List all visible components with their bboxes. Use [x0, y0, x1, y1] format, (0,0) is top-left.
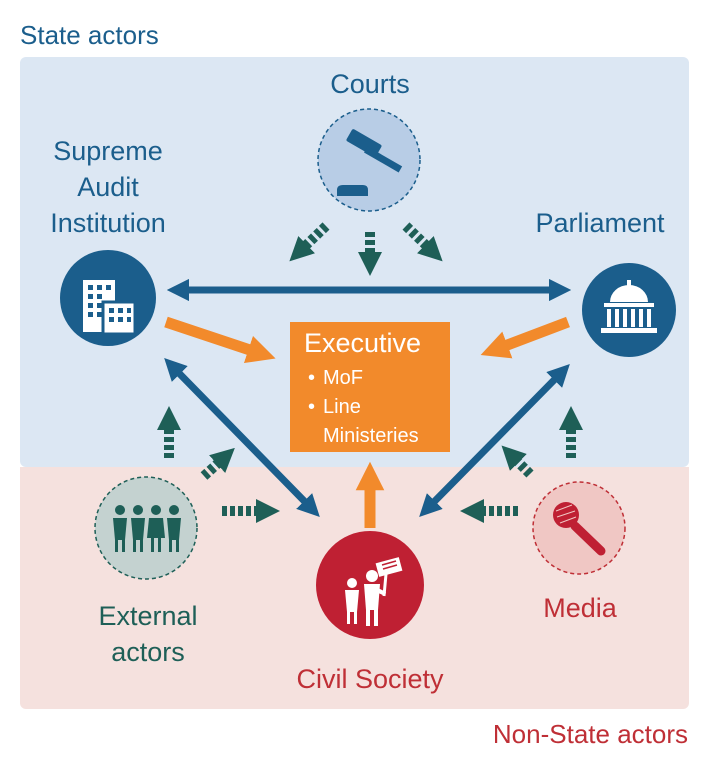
sai-civil-society-arrow	[164, 357, 320, 518]
external-to-sai-diagonal-arrow	[200, 447, 235, 480]
media-to-parliament-diagonal-arrow	[501, 445, 534, 478]
courts-to-sai-arrow	[289, 222, 330, 262]
buildings-icon	[60, 250, 156, 346]
sai-label: Supreme Audit Institution	[28, 133, 188, 241]
executive-list-item: •Line	[308, 396, 361, 418]
parliament-label: Parliament	[535, 208, 665, 238]
external-actors-label-line: External	[98, 601, 198, 631]
executive-title: Executive	[304, 328, 422, 358]
media-label: Media	[543, 593, 617, 623]
executive-list: •MoF •Line Ministeries	[308, 364, 419, 451]
executive-box: Executive •MoF •Line Ministeries	[290, 322, 450, 452]
parliament-civil-society-arrow	[419, 364, 570, 517]
non-state-actors-label: Non-State actors	[492, 719, 688, 749]
executive-list-item: •MoF	[308, 367, 363, 389]
people-group-icon	[94, 476, 198, 580]
microphone-icon	[532, 481, 626, 575]
civil-society-label: Civil Society	[296, 664, 444, 694]
external-actors-label: External actors	[78, 598, 218, 670]
courts-to-parliament-arrow	[402, 222, 443, 262]
sai-label-line: Audit	[77, 172, 139, 202]
state-actors-label: State actors	[20, 20, 159, 50]
courts-label: Courts	[330, 69, 410, 99]
sai-label-line: Institution	[50, 208, 166, 238]
protesters-icon	[316, 531, 424, 639]
gavel-icon	[317, 108, 421, 212]
parliament-to-executive-arrow	[480, 316, 570, 359]
external-actors-label-line: actors	[111, 637, 185, 667]
executive-list-item: Ministeries	[323, 425, 419, 447]
sai-to-executive-arrow	[164, 316, 276, 364]
capitol-building-icon	[582, 263, 676, 357]
sai-label-line: Supreme	[53, 136, 163, 166]
